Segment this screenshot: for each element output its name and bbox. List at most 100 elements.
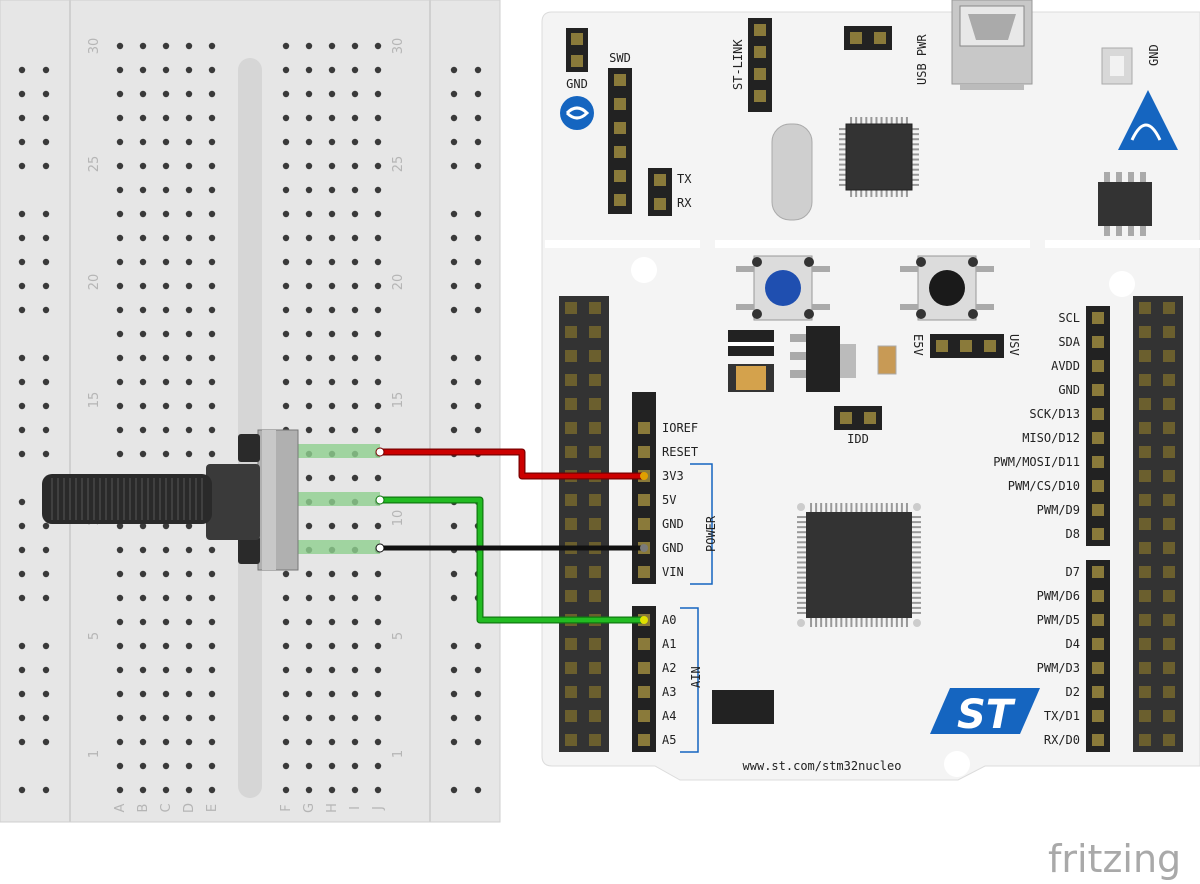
breadboard-hole xyxy=(351,786,359,794)
breadboard-hole xyxy=(208,786,216,794)
rail-hole xyxy=(18,210,26,218)
breadboard-hole xyxy=(162,282,170,290)
chip-pin xyxy=(839,163,846,166)
morpho-pin xyxy=(1163,590,1175,602)
header-pin xyxy=(638,446,650,458)
morpho-pin xyxy=(1163,662,1175,674)
breadboard-hole xyxy=(282,330,290,338)
breadboard-hole xyxy=(139,666,147,674)
chip-pin xyxy=(839,168,846,171)
breadboard-hole xyxy=(162,426,170,434)
breadboard-hole xyxy=(208,330,216,338)
pin-label: PWM/D9 xyxy=(1037,503,1080,517)
pin-label: A1 xyxy=(662,637,676,651)
rail-hole xyxy=(450,594,458,602)
rail-hole xyxy=(18,114,26,122)
rail-hole xyxy=(450,210,458,218)
breadboard-hole xyxy=(282,618,290,626)
st-logo-text: ST xyxy=(957,692,1016,738)
morpho-pin xyxy=(1163,326,1175,338)
chip-pin xyxy=(912,566,921,569)
digital-header-upper xyxy=(1086,306,1110,546)
breadboard-holes xyxy=(18,42,482,794)
breadboard-hole xyxy=(116,210,124,218)
breadboard-hole xyxy=(282,738,290,746)
breadboard-hole xyxy=(139,570,147,578)
breadboard-hole xyxy=(328,594,336,602)
header-pin xyxy=(1092,734,1104,746)
pin-label: PWM/D5 xyxy=(1037,613,1080,627)
pin-label: AVDD xyxy=(1051,359,1080,373)
morpho-pin xyxy=(1163,446,1175,458)
analog-header xyxy=(632,606,656,752)
breadboard-hole xyxy=(116,522,124,530)
chip-pin xyxy=(885,117,888,124)
morpho-pin xyxy=(589,590,601,602)
breadboard-hole xyxy=(328,330,336,338)
potentiometer xyxy=(42,429,380,571)
breadboard-hole xyxy=(305,306,313,314)
morpho-pin xyxy=(589,518,601,530)
breadboard-hole xyxy=(282,186,290,194)
breadboard-hole xyxy=(282,378,290,386)
potentiometer-knob[interactable] xyxy=(42,474,212,524)
morpho-pin xyxy=(565,494,577,506)
column-letter: J xyxy=(371,806,386,811)
pin-label: PWM/CS/D10 xyxy=(1008,479,1080,493)
breadboard-hole xyxy=(305,714,313,722)
breadboard-hole xyxy=(139,426,147,434)
breadboard-hole xyxy=(208,666,216,674)
breadboard-hole xyxy=(208,378,216,386)
row-number: 30 xyxy=(87,38,102,55)
breadboard-hole xyxy=(185,786,193,794)
rail-hole xyxy=(450,570,458,578)
rail-hole xyxy=(450,522,458,530)
breadboard-hole xyxy=(208,282,216,290)
wire-red xyxy=(380,448,644,480)
power-header xyxy=(632,392,656,584)
chip-pin xyxy=(912,183,919,186)
morpho-pin xyxy=(565,662,577,674)
breadboard-hole xyxy=(208,714,216,722)
breadboard-hole xyxy=(162,354,170,362)
header-pin xyxy=(614,98,626,110)
st-link-header xyxy=(748,18,772,112)
user-button[interactable] xyxy=(736,255,830,321)
breadboard-hole xyxy=(351,90,359,98)
header-pin xyxy=(614,170,626,182)
morpho-pin xyxy=(1139,470,1151,482)
header-pin xyxy=(754,90,766,102)
column-letter: H xyxy=(325,803,340,813)
header-pin xyxy=(1092,614,1104,626)
pin-label: VIN xyxy=(662,565,684,579)
row-number: 25 xyxy=(87,156,102,173)
gnd-right-label: GND xyxy=(1147,44,1161,66)
breadboard-hole xyxy=(282,234,290,242)
breadboard-hole xyxy=(116,426,124,434)
breadboard-hole xyxy=(282,594,290,602)
rail-hole xyxy=(18,738,26,746)
rail-hole xyxy=(450,234,458,242)
breadboard-hole xyxy=(374,618,382,626)
breadboard-hole xyxy=(374,66,382,74)
chip-pin xyxy=(912,138,919,141)
morpho-pin xyxy=(1139,422,1151,434)
breadboard-hole xyxy=(139,450,147,458)
morpho-pin xyxy=(565,374,577,386)
reset-button[interactable] xyxy=(900,255,994,321)
breadboard-hole xyxy=(185,546,193,554)
breadboard-hole xyxy=(374,90,382,98)
rail-hole xyxy=(450,258,458,266)
morpho-pin xyxy=(589,686,601,698)
morpho-pin xyxy=(1139,374,1151,386)
morpho-header-left xyxy=(559,296,609,752)
breadboard-hole xyxy=(282,210,290,218)
breadboard-hole xyxy=(162,666,170,674)
rail-hole xyxy=(450,402,458,410)
breadboard-hole xyxy=(208,426,216,434)
chip-pin xyxy=(912,128,919,131)
breadboard-hole xyxy=(208,450,216,458)
rail-hole xyxy=(18,666,26,674)
breadboard-hole xyxy=(328,210,336,218)
